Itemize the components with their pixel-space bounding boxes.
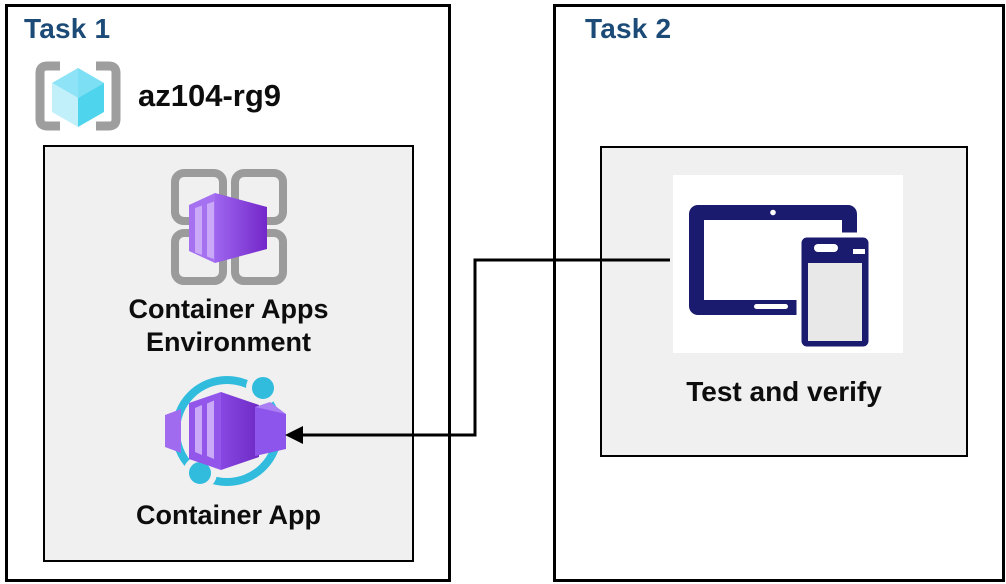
task2-title: Task 2: [585, 13, 672, 44]
container-app-icon: [164, 370, 286, 490]
container-app-label: Container App: [136, 499, 321, 530]
task1-title: Task 1: [24, 13, 111, 44]
test-and-verify-label: Test and verify: [686, 376, 882, 407]
devices-plate: [673, 175, 903, 353]
azure-resource-group-icon: [35, 61, 121, 131]
task1-panel: Task 1 az104-rg9: [5, 4, 451, 582]
container-apps-environment-label: Container Apps Environment: [128, 294, 329, 357]
resource-group-name: az104-rg9: [138, 78, 282, 113]
container-apps-environment-icon: [170, 169, 287, 285]
tablet-and-phone-icon: [689, 205, 874, 352]
resource-group-row: az104-rg9: [32, 57, 281, 135]
task2-panel: Task 2 Test and verify: [553, 4, 1005, 582]
test-verify-box: Test and verify: [600, 146, 968, 457]
environment-group-box: Container Apps Environment: [43, 145, 414, 562]
